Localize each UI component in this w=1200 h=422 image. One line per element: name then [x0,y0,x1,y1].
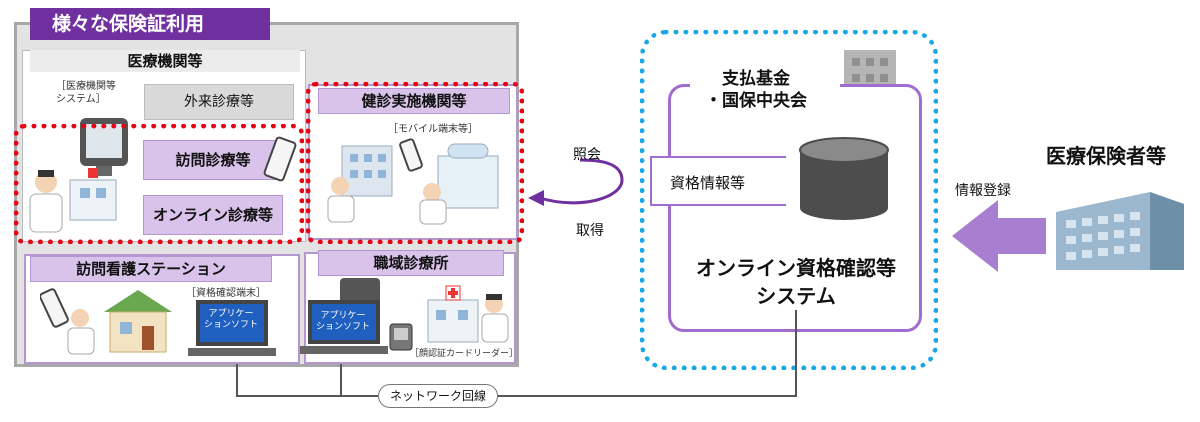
network-line-nursing [236,364,238,396]
app-software-label-1: アプリケー ションソフト [204,309,259,330]
register-arrow [952,200,1046,272]
network-line-system [795,310,797,397]
info-label: 資格情報等 [670,174,746,192]
medical-institutions-header: 医療機関等 [30,50,300,72]
nursing-scene-icon [40,288,172,355]
checkup-highlight [306,82,524,244]
tablet-icon [263,136,297,182]
terminal-note: ［資格確認端末］ [186,288,266,299]
doctor-clinic-icon [29,118,128,233]
network-line-horizontal [236,395,796,397]
info-label-box [650,156,786,206]
mobile-note: ［モバイル端末等］ [388,124,478,135]
register-label: 情報登録 [955,183,1011,199]
workplace-clinic-header: 職域診療所 [318,250,504,276]
org-label: 支払基金 ・国保中央会 [705,69,807,111]
qualification-terminal-icon [188,300,276,356]
home-online-highlight [14,124,304,244]
insurer-building-icon [1056,192,1184,270]
workplace-clinic-icon [427,285,509,343]
acquire-label: 取得 [576,223,604,239]
nursing-station-header: 訪問看護ステーション [30,256,272,282]
checkup-header: 健診実施機関等 [318,88,510,114]
inquiry-label: 照会 [573,147,601,163]
inquiry-acquire-arrow [528,158,624,206]
app-software-label-2: アプリケー ションソフト [316,311,371,332]
face-reader-note: ［顔認証カードリーダー］ [410,349,519,359]
title-banner: 様々な保険証利用 [30,8,270,40]
center-system-boundary [640,30,938,370]
system-name: オンライン資格確認等 システム [696,256,896,308]
home-visit-label: 訪問診療等 [143,140,283,180]
org-label-bg [690,62,840,118]
network-label: ネットワーク回線 [378,384,498,408]
database-icon [799,137,889,220]
workplace-terminal-icon [300,278,388,354]
network-line-workplace [340,364,342,396]
checkup-scene-icon [327,138,499,225]
online-consult-label: オンライン診療等 [143,195,283,235]
outpatient-label: 外来診療等 [144,84,294,120]
face-card-reader-icon [389,323,413,351]
medical-system-note: ［医療機関等 システム］ [56,81,116,105]
insurer-label: 医療保険者等 [1046,144,1166,168]
